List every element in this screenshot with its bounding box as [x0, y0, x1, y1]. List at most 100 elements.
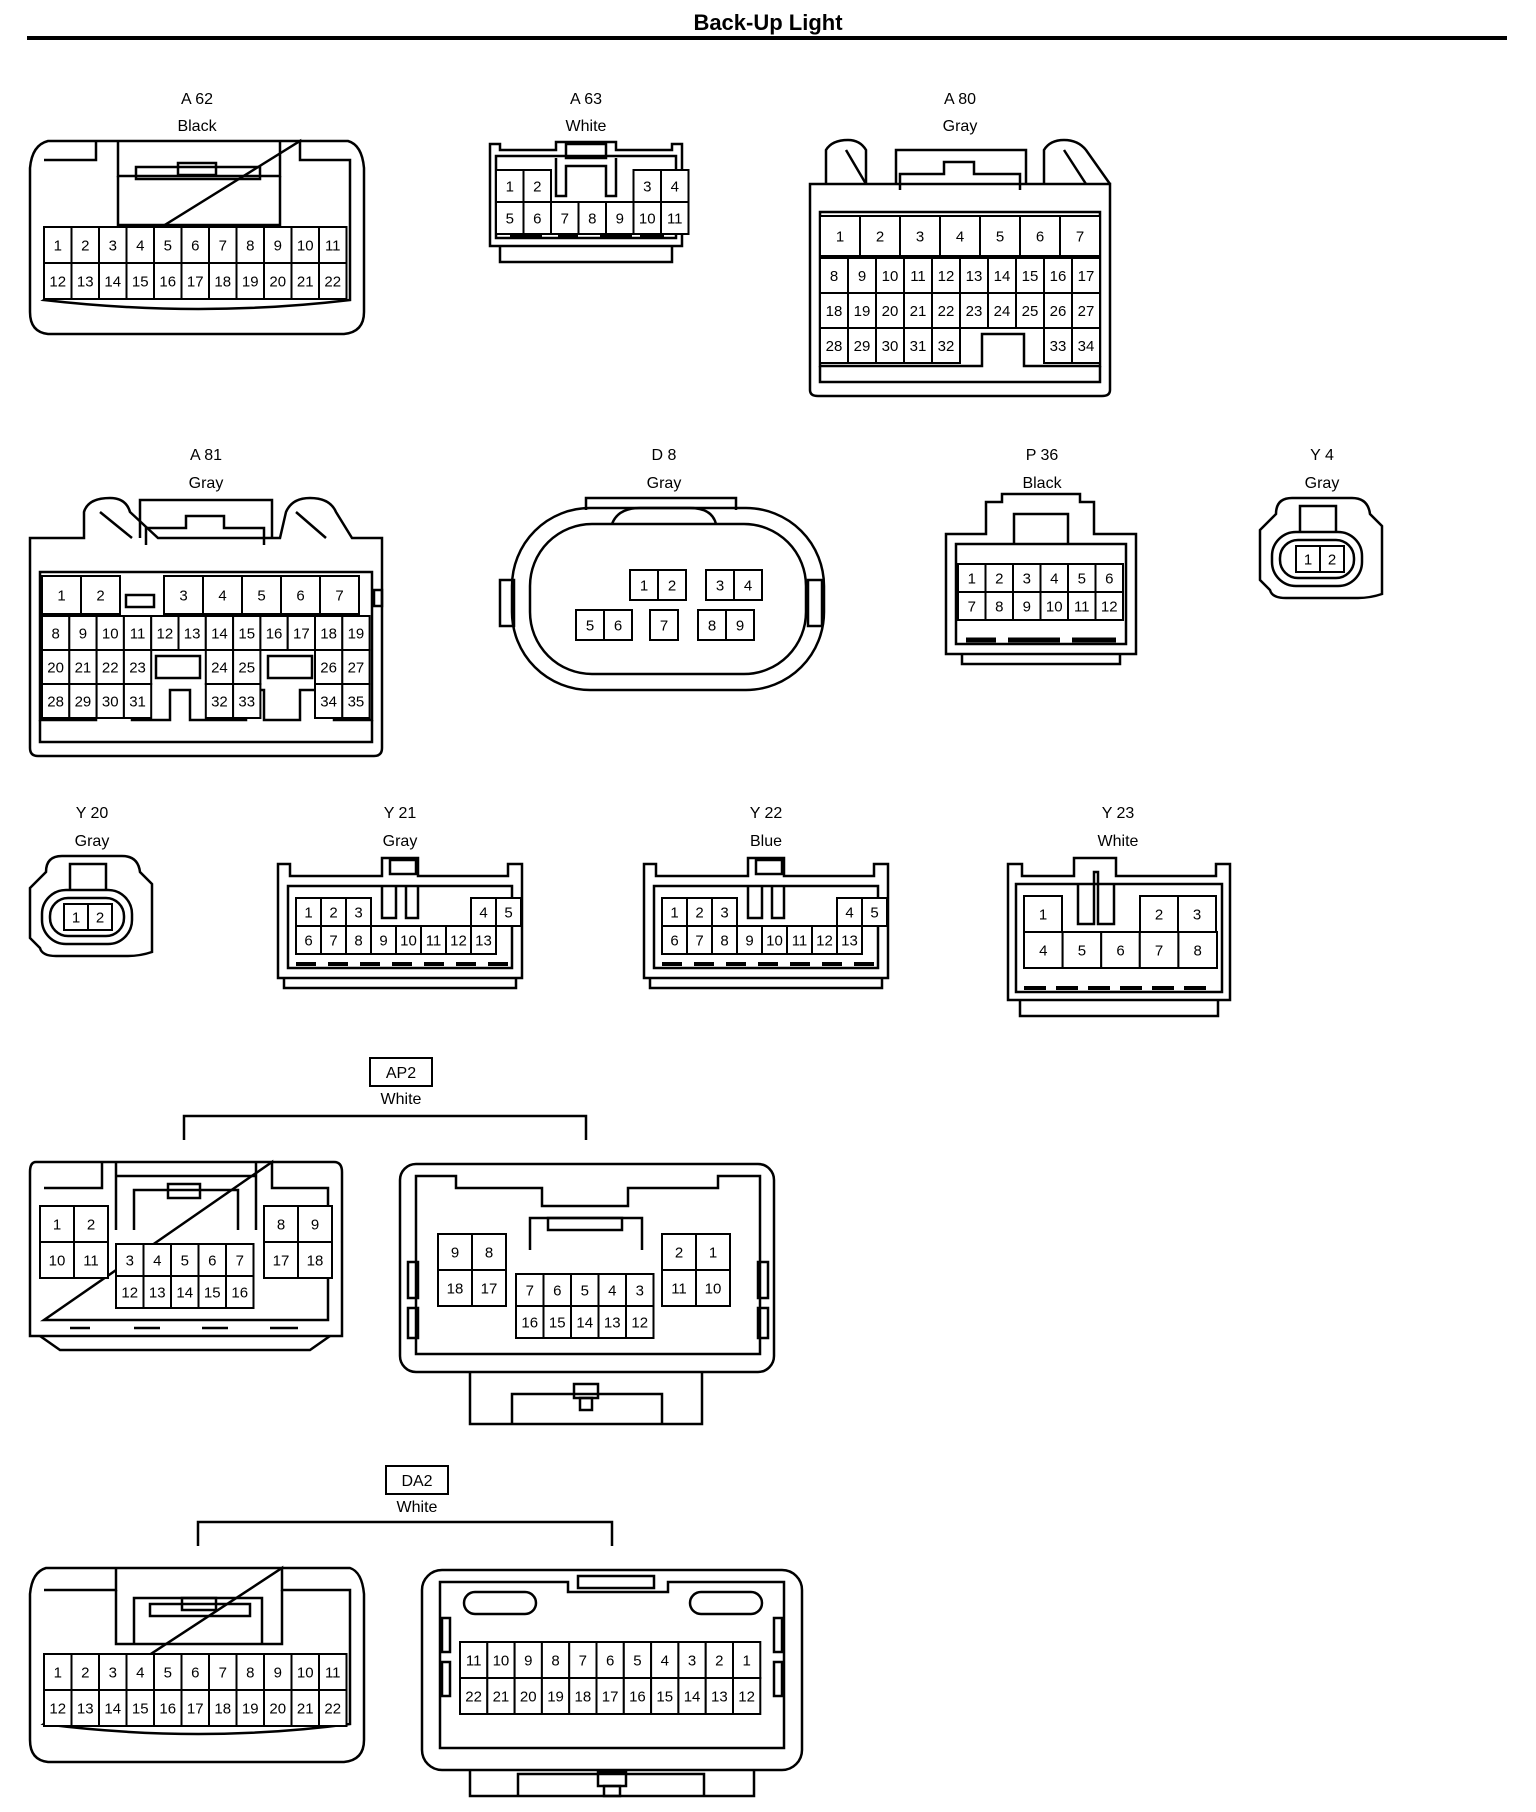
pin-number: 4	[153, 1253, 161, 1270]
pin-cell	[177, 615, 207, 651]
pin-number: 18	[214, 1701, 231, 1718]
pin-number: 5	[257, 588, 265, 605]
pin-number: 4	[1039, 943, 1047, 960]
pin-cell	[650, 1641, 680, 1679]
pin-number: 19	[547, 1689, 564, 1706]
pin-number: 6	[553, 1283, 561, 1300]
pin-number: 1	[742, 1653, 750, 1670]
pin-cell	[957, 563, 987, 593]
connector-color: Gray	[1305, 475, 1340, 492]
pin-number: 31	[910, 338, 927, 355]
pin-number: 2	[876, 229, 884, 246]
pin-number: 9	[311, 1217, 319, 1234]
pin-number: 3	[109, 1665, 117, 1682]
pin-cell	[859, 215, 901, 257]
pin-number: 7	[335, 588, 343, 605]
pin-number: 11	[792, 933, 808, 950]
pin-number: 2	[96, 588, 104, 605]
connector-housing-right	[398, 1162, 776, 1426]
pin-number: 1	[1039, 907, 1047, 924]
pin-number: 15	[549, 1315, 566, 1332]
pin-number: 14	[211, 626, 228, 643]
pin-number: 3	[1193, 907, 1201, 924]
pin-cell	[1071, 327, 1101, 364]
pin-number: 1	[57, 588, 65, 605]
pin-number: 1	[72, 910, 80, 927]
pin-number: 24	[211, 660, 228, 677]
pin-number: 6	[1105, 571, 1113, 588]
pin-number: 21	[910, 303, 927, 320]
pin-number: 10	[766, 933, 783, 950]
pin-number: 27	[1078, 303, 1095, 320]
pin-number: 3	[109, 238, 117, 255]
pin-number: 10	[639, 211, 656, 228]
pin-number: 3	[643, 179, 651, 196]
pin-number: 12	[938, 268, 955, 285]
pin-cell	[733, 569, 763, 601]
pin-cell	[170, 1243, 200, 1277]
pin-cell	[470, 925, 497, 955]
pin-cell	[515, 1305, 545, 1339]
pin-number: 1	[304, 905, 312, 922]
pin-number: 16	[521, 1315, 538, 1332]
pin-cell	[1319, 545, 1345, 573]
pin-number: 1	[54, 1665, 62, 1682]
pin-number: 2	[96, 910, 104, 927]
pin-number: 15	[1022, 268, 1039, 285]
pin-number: 13	[77, 1701, 94, 1718]
pin-cell	[437, 1269, 473, 1307]
pin-number: 13	[475, 933, 492, 950]
pin-cell	[459, 1677, 489, 1715]
pin-cell	[204, 615, 235, 651]
pin-cell	[341, 683, 371, 719]
pin-number: 7	[1076, 229, 1084, 246]
pin-cell	[515, 1273, 545, 1307]
pin-cell	[1071, 292, 1101, 329]
pin-number: 31	[129, 694, 146, 711]
connector-code-box	[385, 1465, 449, 1495]
pin-cell	[568, 1677, 598, 1715]
pin-number: 13	[184, 626, 201, 643]
pin-number: 8	[551, 1653, 559, 1670]
pin-number: 7	[219, 238, 227, 255]
pin-number: 5	[506, 211, 514, 228]
pin-number: 9	[736, 618, 744, 635]
pin-number: 9	[858, 268, 866, 285]
pin-cell	[370, 925, 397, 955]
connector-code: A 81	[190, 447, 222, 464]
pin-cell	[459, 1641, 489, 1679]
pin-cell	[761, 925, 788, 955]
pin-cell	[705, 569, 735, 601]
pin-number: 2	[695, 905, 703, 922]
pin-number: 5	[633, 1653, 641, 1670]
pin-number: 30	[882, 338, 899, 355]
pin-cell	[1043, 257, 1073, 294]
pin-cell	[204, 649, 235, 685]
pin-cell	[153, 1653, 183, 1691]
pin-number: 6	[1036, 229, 1044, 246]
pin-number: 9	[745, 933, 753, 950]
pin-number: 11	[667, 211, 683, 228]
connector-color: Gray	[943, 118, 978, 135]
pin-cell	[80, 575, 121, 615]
pin-number: 2	[675, 1245, 683, 1262]
pin-number: 15	[204, 1285, 221, 1302]
pin-cell	[115, 1275, 145, 1309]
connector-housing	[28, 496, 384, 758]
pin-cell	[225, 1243, 255, 1277]
pin-cell	[486, 1677, 516, 1715]
pin-cell	[677, 1677, 707, 1715]
connector-color: Black	[1022, 475, 1062, 492]
pin-cell	[725, 609, 755, 641]
pin-number: 20	[47, 660, 64, 677]
pin-number: 30	[102, 694, 119, 711]
pin-cell	[657, 569, 687, 601]
